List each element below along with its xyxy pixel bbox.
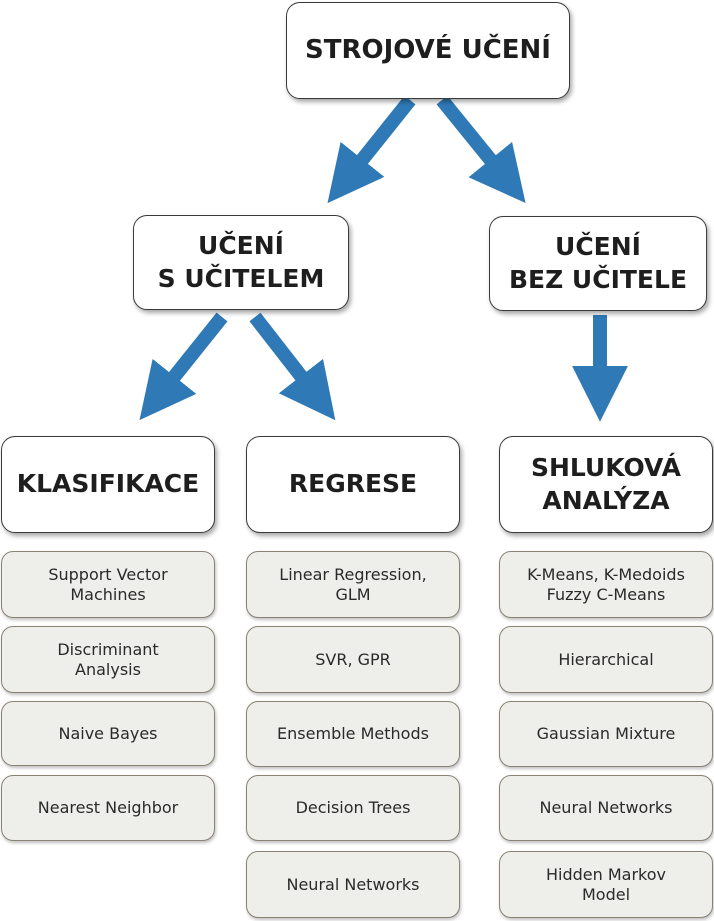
clustering-item-kmeans: K-Means, K-Medoids Fuzzy C-Means (499, 551, 713, 618)
supervised-line1: UČENÍ (198, 231, 284, 260)
root-label: STROJOVÉ UČENÍ (305, 34, 551, 65)
leaf-line1: Nearest Neighbor (37, 798, 179, 818)
regression-item-ensemble: Ensemble Methods (246, 701, 460, 767)
regression-item-linear: Linear Regression, GLM (246, 551, 460, 618)
clustering-item-neural-networks: Neural Networks (499, 775, 713, 841)
unsupervised-line2: BEZ UČITELE (508, 264, 688, 294)
unsupervised-line1: UČENÍ (555, 232, 641, 261)
leaf-line2: Machines (70, 584, 146, 604)
clustering-line2: ANALÝZA (542, 485, 670, 515)
leaf-line2: GLM (335, 584, 371, 604)
leaf-line2: Analysis (75, 659, 141, 679)
classification-label: KLASIFIKACE (16, 469, 200, 499)
classification-item-svm: Support Vector Machines (1, 551, 215, 618)
leaf-line1: Hierarchical (558, 649, 654, 669)
leaf-line1: Neural Networks (539, 798, 673, 818)
arrow-supervised-to-classification (139, 312, 228, 421)
leaf-line1: Hidden Markov (546, 865, 666, 885)
regression-item-svr-gpr: SVR, GPR (246, 626, 460, 693)
clustering-item-gaussian-mixture: Gaussian Mixture (499, 701, 713, 767)
leaf-line1: K-Means, K-Medoids (527, 565, 685, 585)
regression-item-decision-trees: Decision Trees (246, 775, 460, 841)
regression-label: REGRESE (288, 469, 418, 499)
clustering-node: SHLUKOVÁ ANALÝZA (499, 436, 713, 533)
leaf-line1: Ensemble Methods (277, 724, 429, 744)
leaf-line1: Discriminant (57, 640, 159, 660)
leaf-line1: Decision Trees (295, 798, 411, 818)
leaf-line1: Linear Regression, (279, 565, 427, 585)
classification-item-discriminant: Discriminant Analysis (1, 626, 215, 693)
clustering-item-hierarchical: Hierarchical (499, 626, 713, 693)
supervised-node: UČENÍ S UČITELEM (133, 215, 349, 310)
arrow-supervised-to-regression (249, 312, 336, 421)
clustering-item-hidden-markov: Hidden Markov Model (499, 851, 713, 918)
regression-item-neural-networks: Neural Networks (246, 851, 460, 918)
arrow-root-to-supervised (327, 95, 416, 204)
leaf-line1: SVR, GPR (315, 649, 391, 669)
unsupervised-node: UČENÍ BEZ UČITELE (489, 216, 707, 311)
leaf-line2: Model (581, 884, 631, 904)
classification-node: KLASIFIKACE (1, 436, 215, 533)
leaf-line1: Neural Networks (286, 874, 420, 894)
regression-node: REGRESE (246, 436, 460, 533)
classification-item-naive-bayes: Naive Bayes (1, 701, 215, 766)
leaf-line2: Fuzzy C-Means (546, 584, 666, 604)
root-node: STROJOVÉ UČENÍ (286, 2, 570, 99)
supervised-line2: S UČITELEM (157, 263, 325, 293)
classification-item-nearest-neighbor: Nearest Neighbor (1, 775, 215, 841)
leaf-line1: Gaussian Mixture (536, 724, 676, 744)
clustering-line1: SHLUKOVÁ (530, 453, 682, 482)
arrow-root-to-unsupervised (436, 95, 526, 204)
leaf-line1: Naive Bayes (58, 723, 158, 743)
leaf-line1: Support Vector (48, 565, 168, 585)
